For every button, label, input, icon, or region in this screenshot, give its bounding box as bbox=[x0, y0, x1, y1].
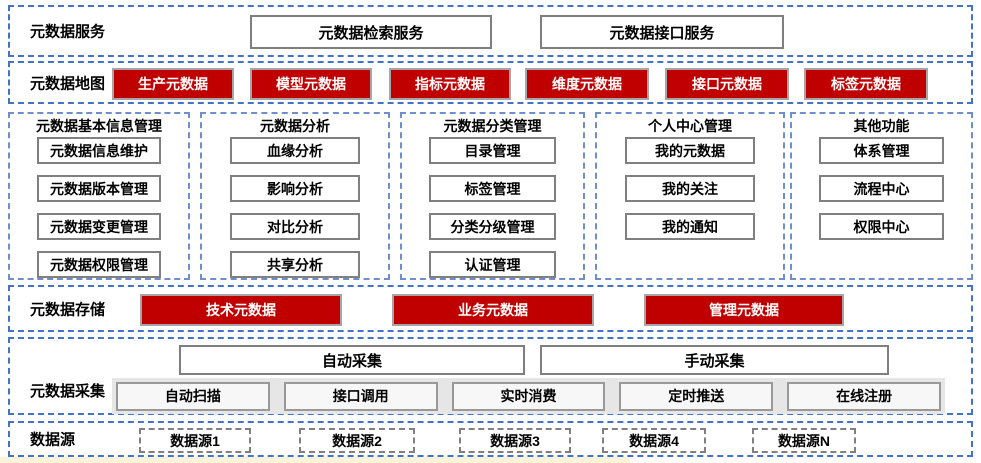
node-catalog-management: 目录管理 bbox=[429, 137, 556, 164]
node-metadata-retrieval-service: 元数据检索服务 bbox=[250, 15, 492, 49]
node-interface-metadata: 接口元数据 bbox=[665, 68, 789, 100]
column-basic-info-management: 元数据基本信息管理 元数据信息维护 元数据版本管理 元数据变更管理 元数据权限管… bbox=[8, 112, 190, 280]
node-auto-collection: 自动采集 bbox=[179, 345, 525, 375]
node-system-management: 体系管理 bbox=[818, 137, 945, 164]
band-metadata-storage-label: 元数据存储 bbox=[30, 301, 106, 318]
node-datasource-1: 数据源1 bbox=[139, 428, 251, 453]
band-data-sources: 数据源 数据源1 数据源2 数据源3 数据源4 数据源N bbox=[8, 421, 973, 457]
node-datasource-4: 数据源4 bbox=[602, 428, 706, 453]
band-metadata-map-label: 元数据地图 bbox=[30, 75, 106, 92]
column-title: 元数据基本信息管理 bbox=[36, 118, 162, 134]
column-title: 个人中心管理 bbox=[648, 118, 732, 134]
node-metadata-interface-service: 元数据接口服务 bbox=[540, 15, 784, 49]
node-datasource-n: 数据源N bbox=[752, 428, 856, 453]
node-api-call: 接口调用 bbox=[283, 381, 438, 411]
band-metadata-map: 元数据地图 生产元数据 模型元数据 指标元数据 维度元数据 接口元数据 标签元数… bbox=[8, 61, 973, 104]
node-technical-metadata: 技术元数据 bbox=[140, 294, 342, 326]
node-dimension-metadata: 维度元数据 bbox=[525, 68, 649, 100]
node-impact-analysis: 影响分析 bbox=[229, 175, 361, 202]
node-sharing-analysis: 共享分析 bbox=[229, 251, 361, 278]
column-title: 其他功能 bbox=[853, 118, 910, 134]
column-title: 元数据分类管理 bbox=[443, 118, 542, 134]
node-datasource-2: 数据源2 bbox=[299, 428, 415, 453]
node-my-notifications: 我的通知 bbox=[624, 213, 756, 240]
node-classification-grading-management: 分类分级管理 bbox=[429, 213, 556, 240]
node-online-register: 在线注册 bbox=[787, 381, 941, 411]
node-scheduled-push: 定时推送 bbox=[619, 381, 774, 411]
collection-methods-strip: 自动扫描 接口调用 实时消费 定时推送 在线注册 bbox=[112, 378, 945, 414]
node-lineage-analysis: 血缘分析 bbox=[229, 137, 361, 164]
column-other-functions: 其他功能 体系管理 流程中心 权限中心 bbox=[790, 112, 973, 280]
node-manual-collection: 手动采集 bbox=[540, 345, 889, 375]
node-metadata-change-management: 元数据变更管理 bbox=[36, 213, 162, 240]
bottom-highlight-strip bbox=[0, 457, 630, 463]
column-classification-management: 元数据分类管理 目录管理 标签管理 分类分级管理 认证管理 bbox=[400, 112, 585, 280]
node-my-follows: 我的关注 bbox=[624, 175, 756, 202]
node-datasource-3: 数据源3 bbox=[459, 428, 571, 453]
node-business-metadata: 业务元数据 bbox=[392, 294, 594, 326]
node-certification-management: 认证管理 bbox=[429, 251, 556, 278]
node-auto-scan: 自动扫描 bbox=[116, 381, 270, 411]
node-model-metadata: 模型元数据 bbox=[250, 68, 372, 100]
node-tag-metadata: 标签元数据 bbox=[804, 68, 928, 100]
column-personal-center: 个人中心管理 我的元数据 我的关注 我的通知 bbox=[595, 112, 785, 280]
band-metadata-collection-label: 元数据采集 bbox=[30, 383, 106, 400]
band-metadata-collection: 元数据采集 自动采集 手动采集 自动扫描 接口调用 实时消费 定时推送 在线注册 bbox=[8, 337, 973, 415]
band-metadata-storage: 元数据存储 技术元数据 业务元数据 管理元数据 bbox=[8, 285, 973, 332]
node-indicator-metadata: 指标元数据 bbox=[389, 68, 511, 100]
node-production-metadata: 生产元数据 bbox=[112, 68, 234, 100]
band-metadata-services-label: 元数据服务 bbox=[30, 23, 106, 41]
node-realtime-consume: 实时消费 bbox=[451, 381, 606, 411]
node-metadata-info-maintenance: 元数据信息维护 bbox=[36, 137, 162, 164]
band-data-sources-label: 数据源 bbox=[30, 431, 76, 449]
band-metadata-services: 元数据服务 元数据检索服务 元数据接口服务 bbox=[8, 5, 973, 57]
node-tag-management: 标签管理 bbox=[429, 175, 556, 202]
node-metadata-permission-management: 元数据权限管理 bbox=[36, 251, 162, 278]
node-process-center: 流程中心 bbox=[818, 175, 945, 202]
node-my-metadata: 我的元数据 bbox=[624, 137, 756, 164]
node-metadata-version-management: 元数据版本管理 bbox=[36, 175, 162, 202]
node-comparison-analysis: 对比分析 bbox=[229, 213, 361, 240]
column-title: 元数据分析 bbox=[260, 118, 330, 134]
node-permission-center: 权限中心 bbox=[818, 213, 945, 240]
node-management-metadata: 管理元数据 bbox=[644, 294, 844, 326]
column-metadata-analysis: 元数据分析 血缘分析 影响分析 对比分析 共享分析 bbox=[200, 112, 390, 280]
